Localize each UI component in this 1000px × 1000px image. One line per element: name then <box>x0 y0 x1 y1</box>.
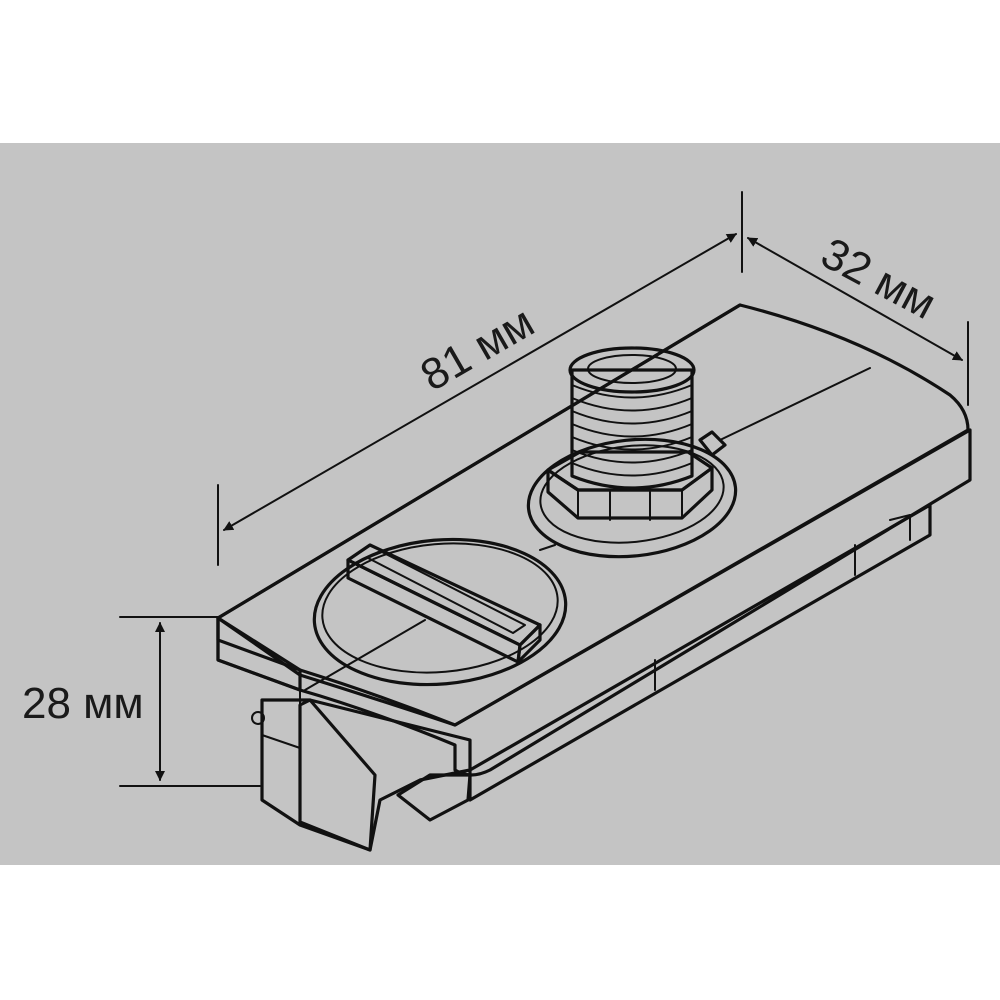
adapter-side-face <box>216 428 972 777</box>
height-label: 28 мм <box>22 679 144 728</box>
dimension-height: 28 мм <box>22 616 261 787</box>
rotary-lock-disk <box>312 537 568 687</box>
lock-knob <box>346 543 542 664</box>
